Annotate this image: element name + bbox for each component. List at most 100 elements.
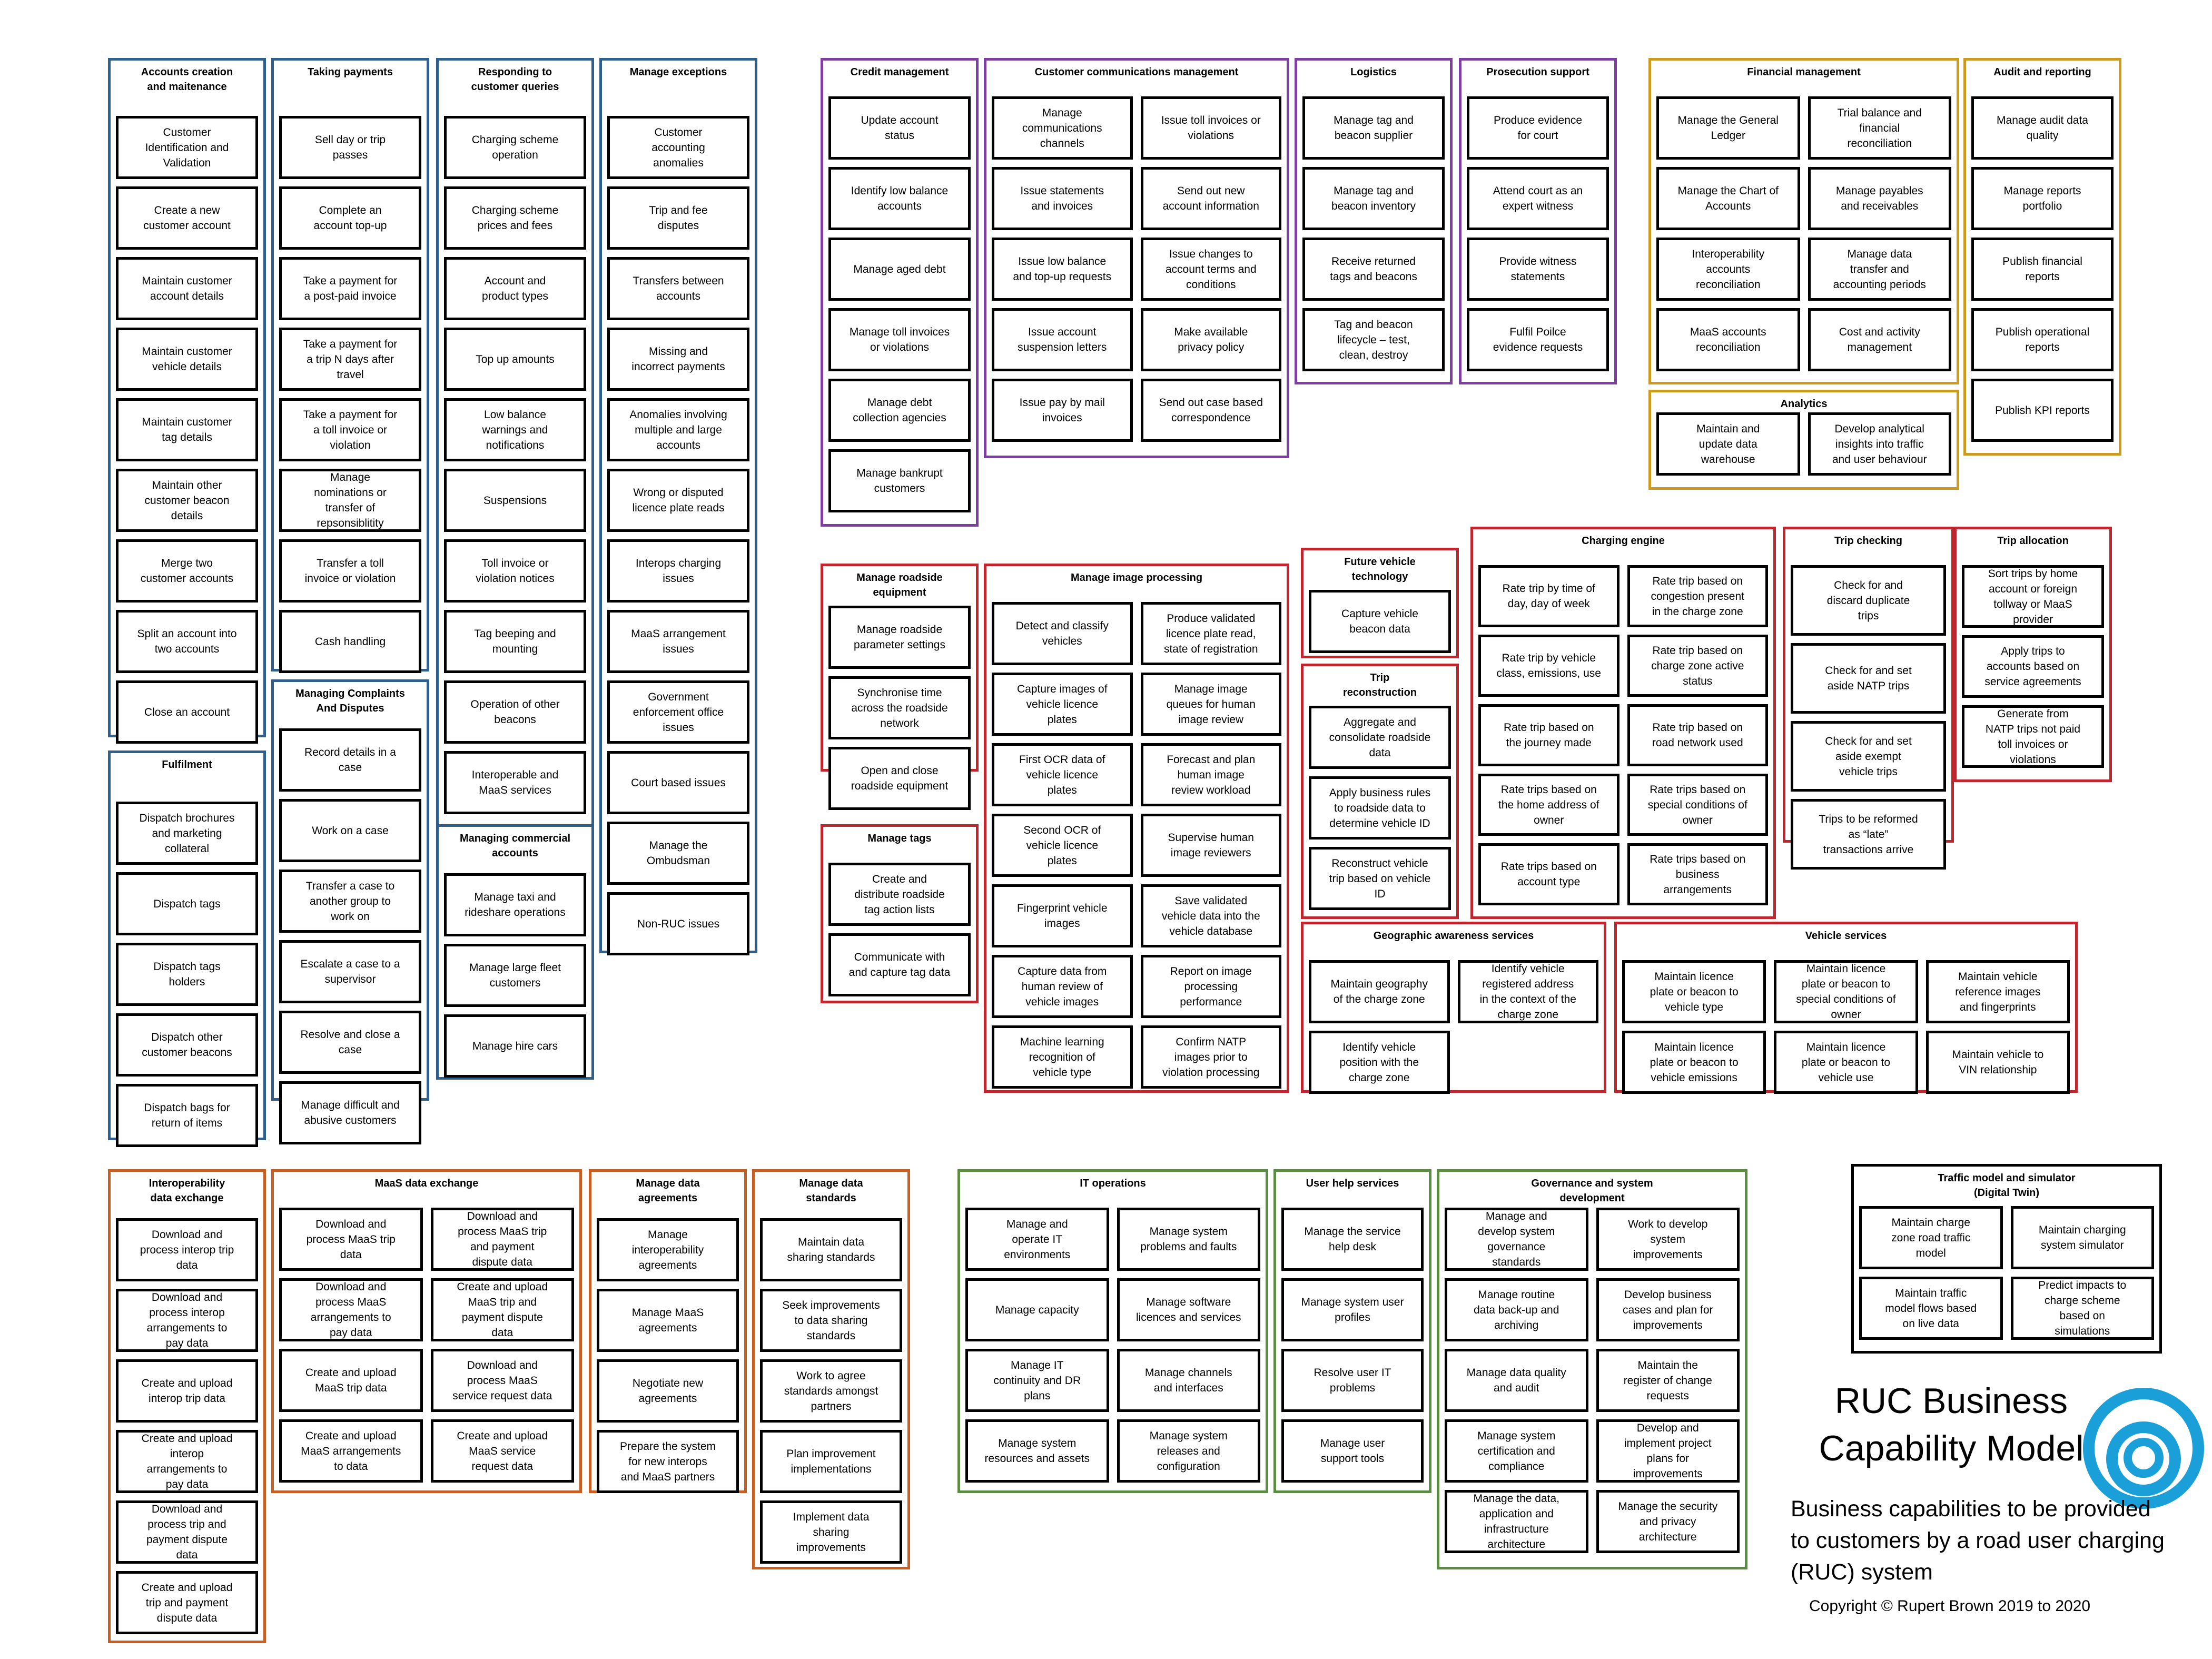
capability-box: Publish operational reports	[1971, 308, 2114, 371]
model-description: Business capabilities to be provided to …	[1791, 1496, 2165, 1585]
capability-box: Rate trips based on business arrangement…	[1627, 843, 1768, 905]
capability-box: Wrong or disputed licence plate reads	[607, 469, 749, 532]
capability-box: Identify vehicle registered address in t…	[1457, 960, 1598, 1023]
capability-box: Record details in a case	[279, 728, 421, 792]
capability-box: Manage the security and privacy architec…	[1596, 1490, 1740, 1553]
capability-box: Escalate a case to a supervisor	[279, 940, 421, 1003]
capability-box: Fingerprint vehicle images	[992, 884, 1133, 947]
group-title: Logistics	[1350, 66, 1397, 78]
group-title: User help services	[1306, 1178, 1399, 1189]
group-title: Taking payments	[308, 66, 393, 78]
capability-box: Create a new customer account	[116, 186, 258, 250]
capability-box: Maintain licence plate or beacon to vehi…	[1622, 960, 1766, 1023]
capability-box: MaaS accounts reconciliation	[1656, 308, 1800, 371]
capability-box: Close an account	[116, 680, 258, 744]
capability-box: Split an account into two accounts	[116, 610, 258, 673]
capability-box: Receive returned tags and beacons	[1302, 238, 1445, 301]
group-title: Governance and system development	[1531, 1178, 1653, 1204]
capability-box: Update account status	[828, 96, 971, 160]
group-title: Charging engine	[1582, 535, 1665, 547]
capability-box: Create and upload MaaS trip data	[279, 1349, 423, 1412]
capability-box: Charging scheme prices and fees	[444, 186, 586, 250]
capability-box: Apply trips to accounts based on service…	[1962, 635, 2104, 698]
capability-box: Dispatch tags	[116, 872, 258, 935]
capability-box: Maintain traffic model flows based on li…	[1859, 1277, 2003, 1340]
group-title: Credit management	[850, 66, 949, 78]
capability-box: Complete an account top-up	[279, 186, 421, 250]
capability-box: Produce evidence for court	[1467, 96, 1609, 160]
capability-box: Manage aged debt	[828, 238, 971, 301]
capability-box: Download and process MaaS service reques…	[430, 1349, 574, 1412]
capability-box: Rate trip based on the journey made	[1478, 704, 1619, 766]
group-title: Manage roadside equipment	[856, 572, 943, 598]
capability-box: Suspensions	[444, 469, 586, 532]
capability-box: Reconstruct vehicle trip based on vehicl…	[1309, 847, 1451, 910]
capability-box: Take a payment for a trip N days after t…	[279, 328, 421, 391]
capability-box: Communicate with and capture tag data	[828, 933, 971, 996]
capability-box: Dispatch bags for return of items	[116, 1084, 258, 1147]
capability-box: Send out new account information	[1140, 167, 1281, 230]
capability-box: Tag beeping and mounting	[444, 610, 586, 673]
capability-box: MaaS arrangement issues	[607, 610, 749, 673]
capability-box: Maintain vehicle to VIN relationship	[1925, 1031, 2070, 1094]
capability-box: Issue toll invoices or violations	[1140, 96, 1281, 160]
group-title: Manage image processing	[1070, 572, 1203, 584]
capability-box: Manage system problems and faults	[1117, 1208, 1260, 1271]
capability-box: Court based issues	[607, 751, 749, 814]
capability-box: Anomalies involving multiple and large a…	[607, 398, 749, 461]
capability-box: Rate trip based on charge zone active st…	[1627, 635, 1768, 697]
group-title: Responding to customer queries	[471, 66, 559, 93]
capability-box: Sort trips by home account or foreign to…	[1962, 565, 2104, 628]
capability-box: Synchronise time across the roadside net…	[828, 676, 971, 739]
group-title: Traffic model and simulator (Digital Twi…	[1938, 1172, 2076, 1199]
capability-box: Capture data from human review of vehicl…	[992, 955, 1133, 1018]
capability-box: Produce validated licence plate read, st…	[1140, 602, 1281, 665]
capability-box: Trial balance and financial reconciliati…	[1808, 96, 1951, 160]
capability-box: Rate trip by time of day, day of week	[1478, 565, 1619, 627]
capability-box: Manage taxi and rideshare operations	[444, 873, 586, 936]
capability-box: Issue account suspension letters	[992, 308, 1133, 371]
group-title: Prosecution support	[1486, 66, 1589, 78]
capability-box: Non-RUC issues	[607, 892, 749, 955]
capability-box: Report on image processing performance	[1140, 955, 1281, 1018]
group-title: Trip reconstruction	[1342, 672, 1417, 698]
group-title: Accounts creation and maitenance	[141, 66, 233, 93]
capability-box: Forecast and plan human image review wor…	[1140, 743, 1281, 806]
copyright-notice: Copyright © Rupert Brown 2019 to 2020	[1809, 1597, 2091, 1615]
capability-box: Missing and incorrect payments	[607, 328, 749, 391]
capability-box: Work on a case	[279, 799, 421, 862]
capability-box: Transfer a case to another group to work…	[279, 870, 421, 933]
capability-box: Resolve and close a case	[279, 1011, 421, 1074]
capability-box: Second OCR of vehicle licence plates	[992, 814, 1133, 877]
capability-box: Manage IT continuity and DR plans	[965, 1349, 1109, 1412]
capability-box: Toll invoice or violation notices	[444, 539, 586, 603]
capability-box: Take a payment for a toll invoice or vio…	[279, 398, 421, 461]
group-title: Financial management	[1747, 66, 1861, 78]
group-title: Managing Complaints And Disputes	[295, 688, 405, 714]
capability-box: Manage interoperability agreements	[597, 1218, 739, 1281]
capability-box: Develop business cases and plan for impr…	[1596, 1278, 1740, 1341]
capability-box: Manage channels and interfaces	[1117, 1349, 1260, 1412]
capability-box: Sell day or trip passes	[279, 116, 421, 179]
capability-box: Manage payables and receivables	[1808, 167, 1951, 230]
capability-box: Government enforcement office issues	[607, 680, 749, 744]
capability-box: Create and upload MaaS service request d…	[430, 1419, 574, 1483]
capability-box: Operation of other beacons	[444, 680, 586, 744]
capability-box: First OCR data of vehicle licence plates	[992, 743, 1133, 806]
group-title: IT operations	[1080, 1178, 1146, 1189]
